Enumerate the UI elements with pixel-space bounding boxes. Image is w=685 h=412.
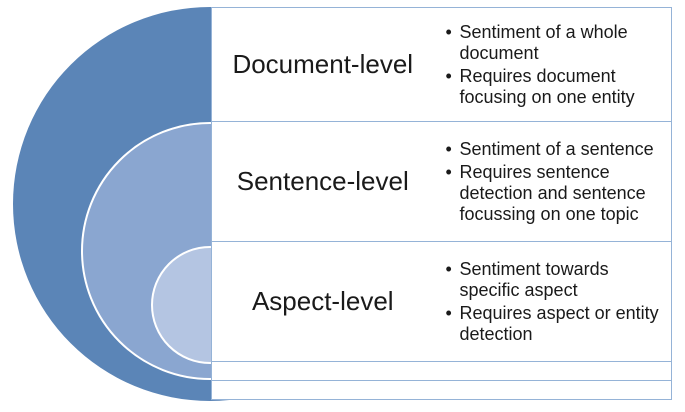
empty-row (211, 380, 672, 400)
level-row-aspect: Aspect-level • Sentiment towards specifi… (211, 241, 672, 362)
bullet-item: • Requires sentence detection and senten… (446, 162, 671, 225)
bullet-text: Sentiment of a whole document (459, 21, 628, 63)
bullet-item: • Requires document focusing on one enti… (446, 66, 671, 108)
level-label-sentence: Sentence-level (236, 166, 409, 197)
bullet-text: Requires document focusing on one entity (459, 65, 635, 107)
bullet-icon: • (445, 302, 452, 323)
bullet-icon: • (445, 65, 452, 86)
bullet-icon: • (445, 21, 452, 42)
bullet-list-aspect: • Sentiment towards specific aspect • Re… (446, 258, 671, 346)
level-rows-panel: Document-level • Sentiment of a whole do… (211, 7, 672, 400)
level-row-document: Document-level • Sentiment of a whole do… (211, 7, 672, 122)
bullet-item: • Requires aspect or entity detection (446, 303, 671, 345)
level-label-document: Document-level (232, 49, 414, 80)
bullet-text: Requires sentence detection and sentence… (459, 161, 646, 224)
bullet-text: Sentiment towards specific aspect (459, 258, 609, 300)
bullet-icon: • (445, 161, 452, 182)
bullet-text: Requires aspect or entity detection (459, 302, 659, 344)
level-label-aspect: Aspect-level (251, 286, 394, 317)
empty-row (211, 361, 672, 381)
bullet-list-document: • Sentiment of a whole document • Requir… (446, 21, 671, 109)
bullet-item: • Sentiment of a whole document (446, 22, 671, 64)
bullet-item: • Sentiment towards specific aspect (446, 259, 671, 301)
bullet-item: • Sentiment of a sentence (446, 139, 671, 160)
level-row-sentence: Sentence-level • Sentiment of a sentence… (211, 121, 672, 242)
bullet-icon: • (445, 138, 452, 159)
bullet-list-sentence: • Sentiment of a sentence • Requires sen… (446, 138, 671, 226)
bullet-text: Sentiment of a sentence (459, 138, 654, 159)
bullet-icon: • (445, 258, 452, 279)
